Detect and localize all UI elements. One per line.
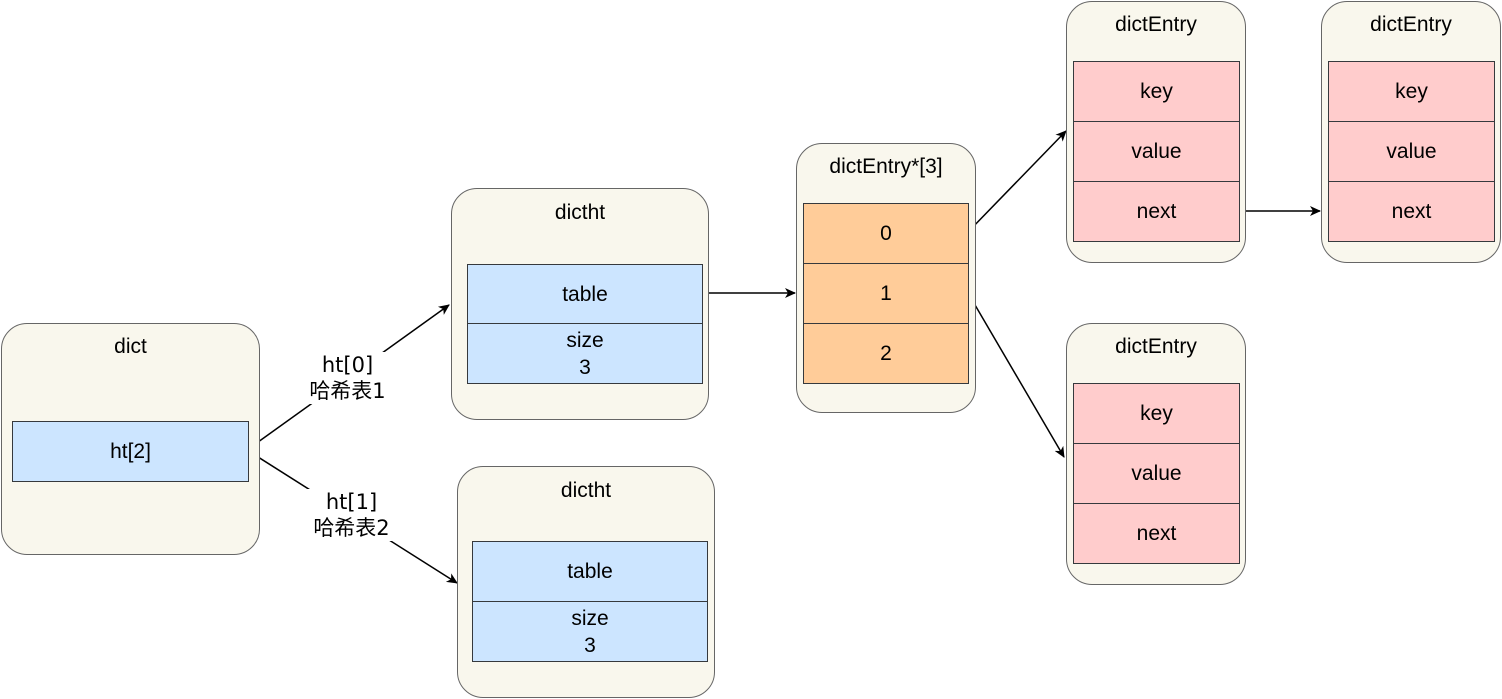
dict-entry-c-container: dictEntry key value next (1066, 323, 1246, 585)
dictht-top-title: dictht (554, 201, 606, 224)
dict-entry-a-value: value (1073, 121, 1240, 182)
dictht-top-size-value: 3 (579, 355, 591, 379)
dict-entry-a-next: next (1073, 181, 1240, 242)
edge-bucket0-to-entry (967, 130, 1067, 233)
dict-entry-a-key: key (1073, 61, 1240, 122)
dict-container: dict ht[2] (1, 323, 260, 555)
dict-entry-c-key: key (1073, 383, 1240, 444)
edge-label-ht1: ht[1] 哈希表2 (304, 489, 399, 541)
dictht-top-size-field: size 3 (467, 323, 703, 384)
dict-entry-a-title: dictEntry (1115, 13, 1197, 36)
edge-label-ht1-line1: ht[1] (325, 490, 378, 514)
bucket-slot-0: 0 (803, 203, 969, 264)
dictht-bottom-container: dictht table size 3 (457, 466, 715, 698)
bucket-slot-1: 1 (803, 263, 969, 324)
dictht-top-size-label: size (566, 328, 604, 352)
dict-entry-b-container: dictEntry key value next (1321, 1, 1501, 263)
dict-entry-b-title: dictEntry (1370, 13, 1452, 36)
dict-entry-c-value: value (1073, 443, 1240, 504)
dict-ht-field: ht[2] (12, 421, 249, 482)
edge-label-ht1-line2: 哈希表2 (313, 516, 390, 540)
dictht-bottom-size-field: size 3 (472, 601, 708, 662)
dictht-bottom-size-value: 3 (584, 633, 596, 657)
dict-entry-b-key: key (1328, 61, 1495, 122)
dict-entry-b-value: value (1328, 121, 1495, 182)
dict-entry-c-title: dictEntry (1115, 335, 1197, 358)
dictht-bottom-title: dictht (560, 479, 612, 502)
edge-bucket1-to-entry (967, 292, 1065, 458)
bucket-array-container: dictEntry*[3] 0 1 2 (796, 143, 976, 413)
dict-title: dict (114, 335, 147, 358)
dict-entry-b-next: next (1328, 181, 1495, 242)
dictht-top-container: dictht table size 3 (451, 188, 709, 420)
bucket-array-title: dictEntry*[3] (829, 155, 943, 178)
dict-entry-a-container: dictEntry key value next (1066, 1, 1246, 263)
dictht-bottom-table-field: table (472, 541, 708, 602)
edge-label-ht0-line2: 哈希表1 (309, 379, 386, 403)
bucket-slot-2: 2 (803, 323, 969, 384)
dictht-bottom-size-label: size (571, 606, 609, 630)
dictht-top-table-field: table (467, 264, 703, 324)
dict-entry-c-next: next (1073, 503, 1240, 564)
edge-label-ht0: ht[0] 哈希表1 (300, 352, 395, 404)
edge-label-ht0-line1: ht[0] (321, 353, 374, 377)
